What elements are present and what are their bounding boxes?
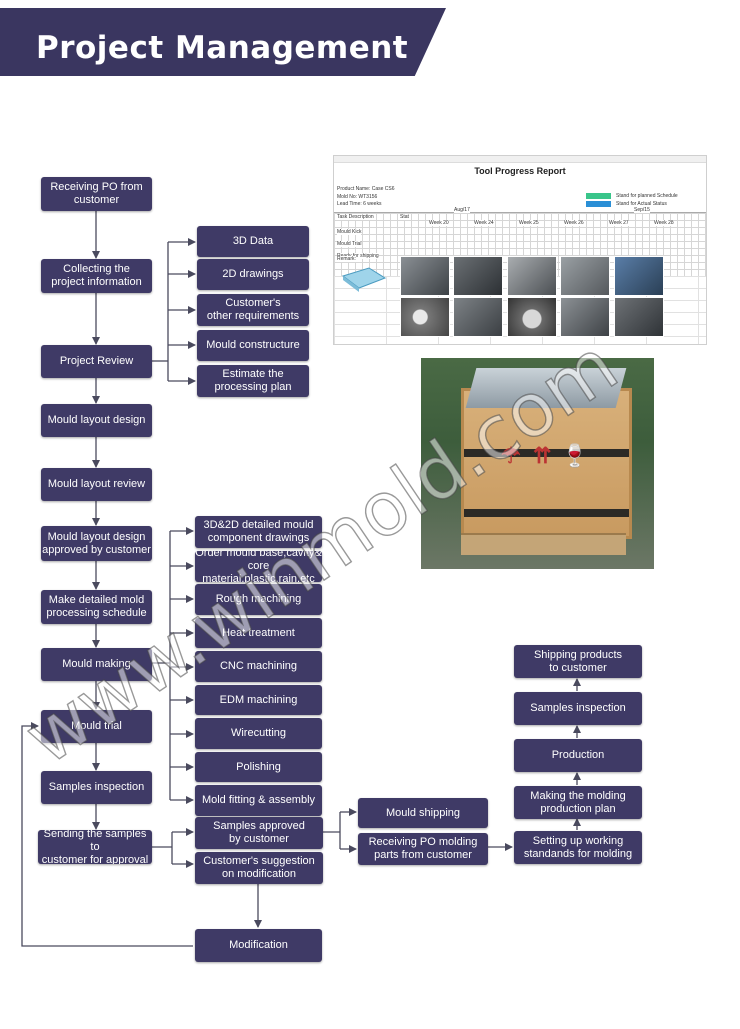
mold-photo-4 <box>560 256 610 296</box>
report-week-1: Week 20 <box>429 220 449 226</box>
production-box: Production <box>514 739 642 772</box>
report-row-kick: Mould Kick <box>337 229 362 235</box>
this-way-up-icon: ⇈ <box>533 443 552 468</box>
pallet <box>461 533 626 555</box>
report-week-2: Week 24 <box>474 220 494 226</box>
order-material-box: Order mould base,cavity& core material,p… <box>195 551 322 582</box>
page-title: Project Management <box>36 30 409 66</box>
layout-approved-box: Mould layout design approved by customer <box>41 526 152 561</box>
report-week-4: Week 26 <box>564 220 584 226</box>
customer-suggestion-box: Customer's suggestion on modification <box>195 852 323 884</box>
report-month-label-2: Sep/15 <box>634 207 650 213</box>
report-col-stat: Stat <box>400 214 409 220</box>
detailed-schedule-box: Make detailed mold processing schedule <box>41 590 152 624</box>
fragile-glass-icon: 🍷 <box>561 443 589 468</box>
crate-photo: ☂ ⇈ 🍷 <box>421 358 654 569</box>
samples-inspection-left-box: Samples inspection <box>41 771 152 804</box>
mold-photo-1 <box>400 256 450 296</box>
report-remark: Remark: <box>337 256 356 262</box>
report-toolbar <box>334 156 706 163</box>
samples-inspection-right-box: Samples inspection <box>514 692 642 725</box>
mould-in-crate <box>465 368 627 408</box>
tool-progress-report: Tool Progress Report Product Name: Case … <box>333 155 707 345</box>
mould-shipping-box: Mould shipping <box>358 798 488 828</box>
legend-actual-swatch <box>586 201 611 207</box>
wirecutting-box: Wirecutting <box>195 718 322 749</box>
report-mold-no: Mold No: WT3156 <box>337 194 378 200</box>
polishing-box: Polishing <box>195 752 322 782</box>
heat-treatment-box: Heat treatment <box>195 618 322 648</box>
data-3d-box: 3D Data <box>197 226 309 257</box>
estimate-plan-box: Estimate the processing plan <box>197 365 309 397</box>
umbrella-icon: ☂ <box>501 443 521 468</box>
sending-samples-box: Sending the samples to customer for appr… <box>38 830 152 864</box>
mold-photo-9 <box>560 297 610 337</box>
mold-photo-7 <box>453 297 503 337</box>
mould-trial-box: Mould trial <box>41 710 152 743</box>
mould-construction-box: Mould constructure <box>197 330 309 361</box>
modification-box: Modification <box>195 929 322 962</box>
report-month-label: Aug/17 <box>454 207 470 213</box>
receiving-po-molding-box: Receiving PO molding parts from customer <box>358 833 488 865</box>
header-banner: Project Management <box>0 8 446 76</box>
legend-planned-label: Stand for planned Schedule <box>616 193 678 199</box>
mold-photo-8 <box>507 297 557 337</box>
mold-photo-10 <box>614 297 664 337</box>
report-row-trial: Mould Trial <box>337 241 362 247</box>
samples-approved-box: Samples approved by customer <box>195 817 323 849</box>
report-week-3: Week 25 <box>519 220 539 226</box>
rough-machining-box: Rough machining <box>195 584 322 615</box>
cnc-machining-box: CNC machining <box>195 651 322 682</box>
mold-photo-6 <box>400 297 450 337</box>
report-product-name: Product Name: Case CS6 <box>337 186 395 192</box>
receiving-po-box: Receiving PO from customer <box>41 177 152 211</box>
legend-actual-label: Stand for Actual Status <box>616 201 667 207</box>
crate-band-bottom <box>464 509 629 517</box>
drawings-2d-box: 2D drawings <box>197 259 309 290</box>
report-week-5: Week 27 <box>609 220 629 226</box>
report-week-6: Week 28 <box>654 220 674 226</box>
mould-making-box: Mould making <box>41 648 152 681</box>
report-lead-time: Lead Time: 6 weeks <box>337 201 382 207</box>
mold-fitting-box: Mold fitting & assembly <box>195 785 322 816</box>
collecting-info-box: Collecting the project information <box>41 259 152 293</box>
report-col-task: Task Description <box>337 214 374 220</box>
mold-photo-2 <box>453 256 503 296</box>
mould-layout-design-box: Mould layout design <box>41 404 152 437</box>
part-drawing <box>341 267 387 292</box>
mold-photo-3 <box>507 256 557 296</box>
component-drawings-box: 3D&2D detailed mould component drawings <box>195 516 322 548</box>
project-review-box: Project Review <box>41 345 152 378</box>
crate-band-top <box>464 449 629 457</box>
report-row-shipping: Ready for shipping <box>337 253 379 259</box>
shipping-products-box: Shipping products to customer <box>514 645 642 678</box>
mold-photo-5 <box>614 256 664 296</box>
mould-layout-review-box: Mould layout review <box>41 468 152 501</box>
edm-machining-box: EDM machining <box>195 685 322 715</box>
setting-up-box: Setting up working standands for molding <box>514 831 642 864</box>
report-title: Tool Progress Report <box>474 166 566 176</box>
making-plan-box: Making the molding production plan <box>514 786 642 819</box>
other-requirements-box: Customer's other requirements <box>197 294 309 326</box>
legend-planned-swatch <box>586 193 611 199</box>
